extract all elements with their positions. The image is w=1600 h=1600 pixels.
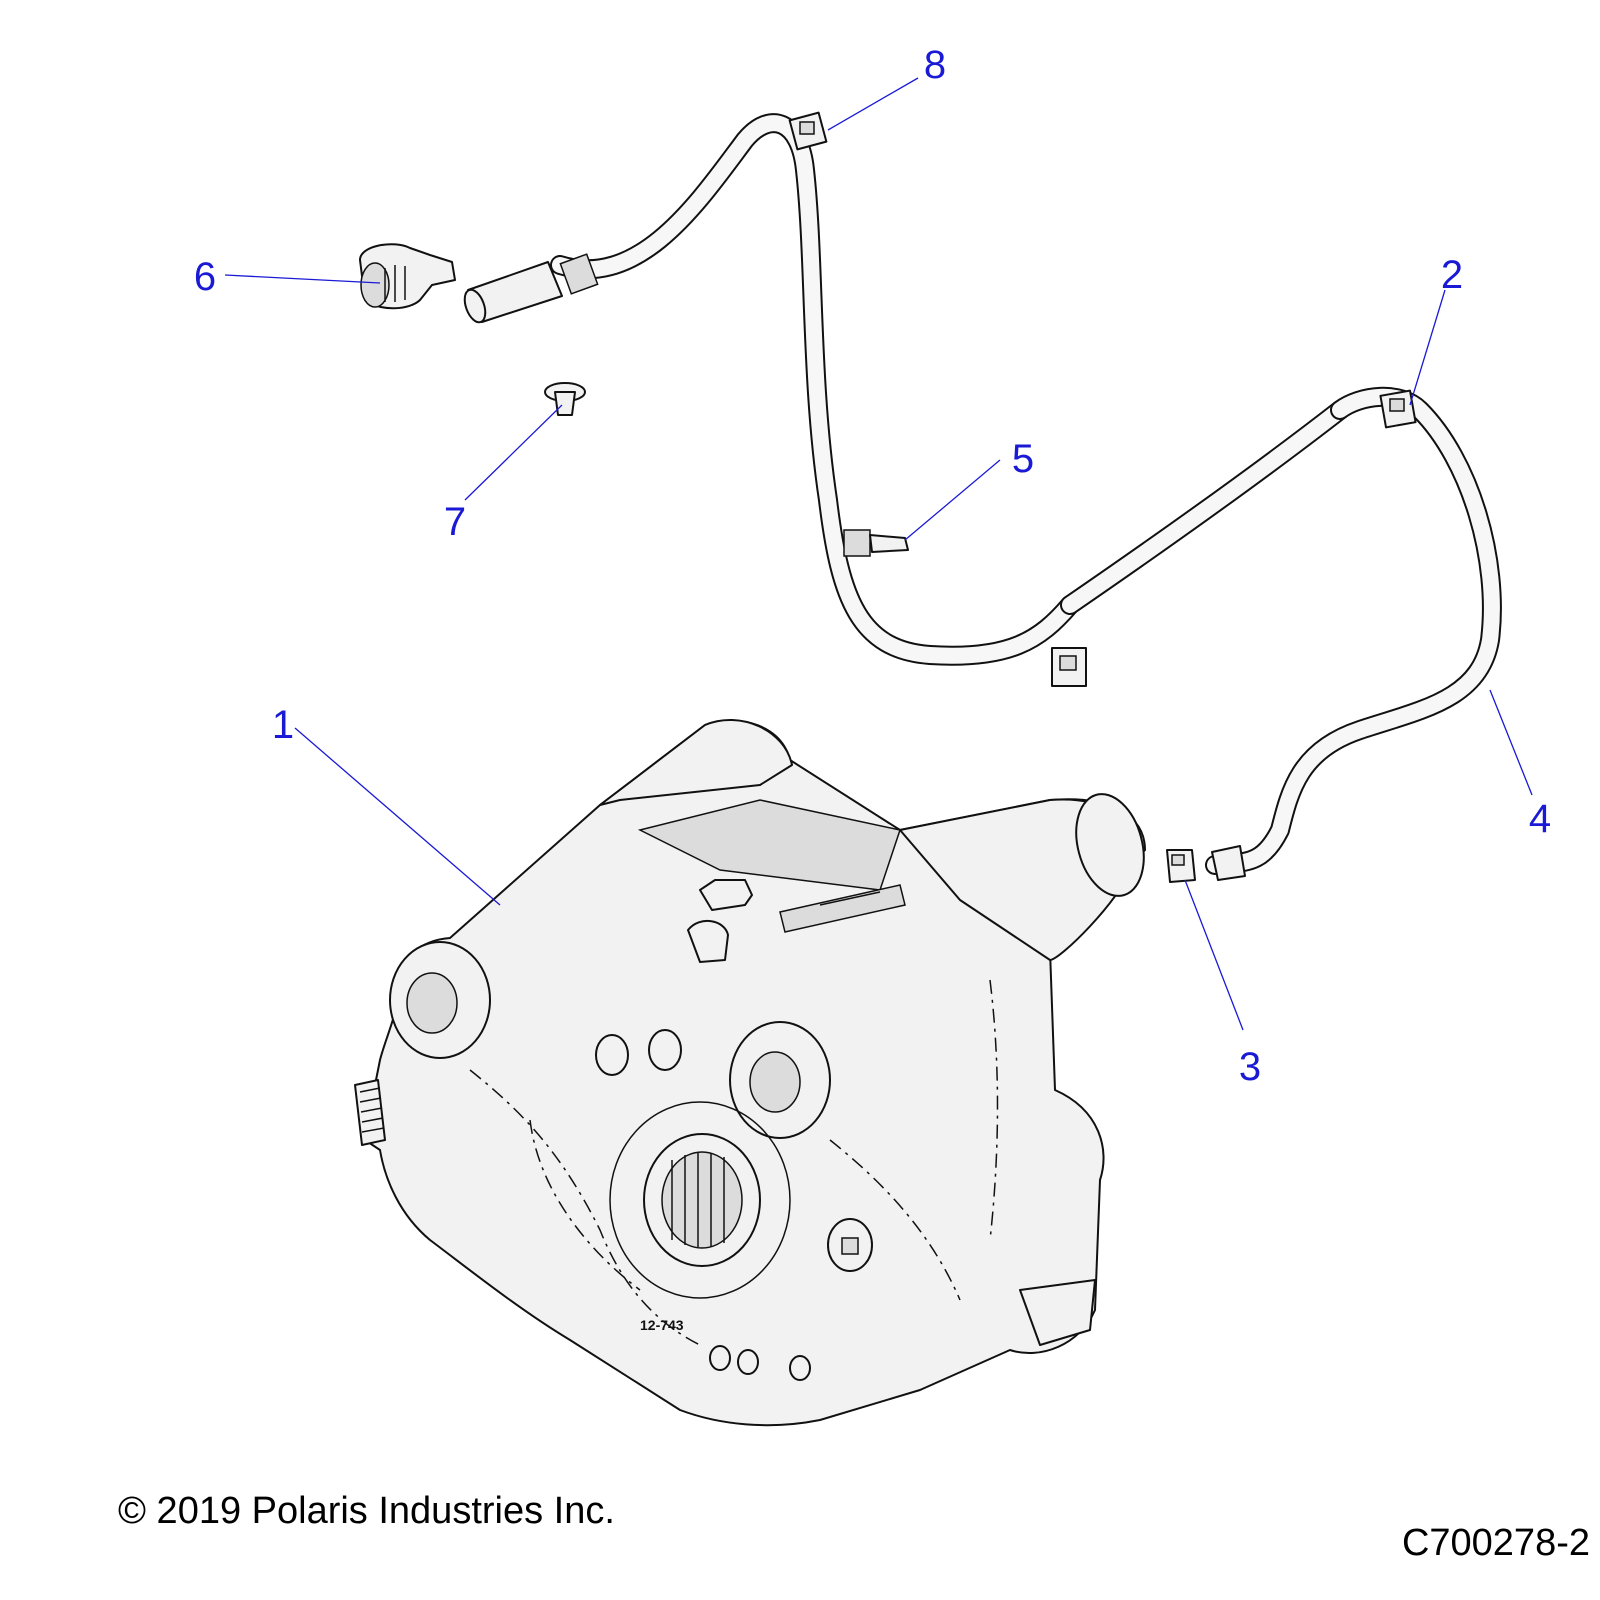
clamp-3 xyxy=(1166,849,1196,883)
input-spline xyxy=(354,1079,386,1146)
leader-2 xyxy=(1409,289,1446,406)
mount-boss-right xyxy=(729,1021,831,1139)
gearcase-housing-1: 12-743 xyxy=(354,719,1146,1427)
callout-7: 7 xyxy=(444,500,466,544)
hose-clamp-7-area xyxy=(559,253,599,295)
hose-clip-8 xyxy=(788,111,828,151)
callout-4: 4 xyxy=(1529,797,1551,841)
vent-hose-assembly xyxy=(463,111,1502,875)
vent-fitting xyxy=(687,879,753,963)
leader-1 xyxy=(294,727,501,906)
output-spline xyxy=(609,1101,791,1299)
leader-7 xyxy=(464,404,563,501)
callout-2: 2 xyxy=(1441,253,1463,297)
hose-clip-5 xyxy=(843,529,909,557)
leader-3 xyxy=(1184,879,1244,1031)
callout-6: 6 xyxy=(194,255,216,299)
leader-8 xyxy=(827,77,919,131)
mount-boss-left xyxy=(389,941,491,1059)
elbow-fitting-6 xyxy=(359,243,456,310)
stamped-part-number: 12-743 xyxy=(640,1317,684,1333)
id-plate xyxy=(779,884,906,933)
callout-8: 8 xyxy=(924,43,946,87)
leader-4 xyxy=(1489,689,1533,796)
callout-1: 1 xyxy=(272,703,294,747)
hose-end-4 xyxy=(1211,845,1246,881)
leader-5 xyxy=(904,459,1001,541)
callout-5: 5 xyxy=(1012,437,1034,481)
callout-3: 3 xyxy=(1239,1045,1261,1089)
hose-clip-2 xyxy=(1379,389,1417,429)
hose-clip-junction xyxy=(1051,647,1087,687)
leader-6 xyxy=(224,274,381,284)
push-fastener-7 xyxy=(544,382,586,416)
hose-stub xyxy=(463,261,563,324)
leader-lines xyxy=(224,77,1533,1031)
callout-numbers: 1 2 3 4 5 6 7 8 xyxy=(194,43,1551,1089)
figure-id: C700278-2 xyxy=(1401,1522,1590,1564)
copyright-notice: © 2019 Polaris Industries Inc. xyxy=(118,1490,615,1532)
